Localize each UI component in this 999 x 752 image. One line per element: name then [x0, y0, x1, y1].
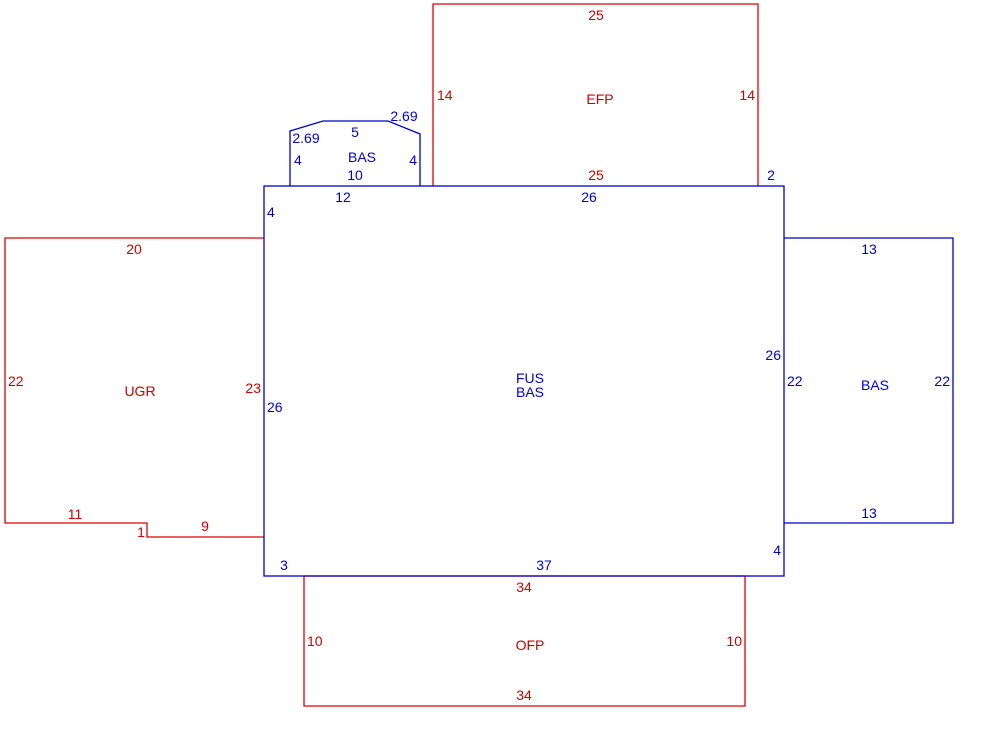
bas-right-outline	[784, 237, 954, 524]
efp-top-dim: 25	[588, 7, 604, 23]
ugr-left-dim: 22	[8, 373, 24, 389]
bas-right-right-dim: 22	[934, 373, 950, 389]
bas-right-left-dim: 22	[787, 373, 803, 389]
main-left-upper-dim: 4	[267, 204, 275, 220]
bas-right-bottom-dim: 13	[861, 505, 877, 521]
bas-small-right-dim: 4	[409, 152, 417, 168]
ugr-right-dim: 23	[245, 380, 261, 396]
ofp-bottom-dim: 34	[516, 687, 532, 703]
ofp-left-dim: 10	[307, 633, 323, 649]
main-outline	[263, 185, 785, 577]
main-bottom-left-dim: 3	[280, 557, 288, 573]
bas-small-outline	[289, 120, 421, 186]
main-right-bottom-dim: 4	[773, 542, 781, 558]
ofp-area-name: OFP	[516, 637, 545, 653]
ofp-outline	[303, 576, 746, 707]
main-top-left-dim: 12	[335, 189, 351, 205]
bas-small-area-name: BAS	[348, 149, 376, 165]
bas-small-bottom-dim: 10	[347, 167, 363, 183]
main-bottom-dim: 37	[536, 557, 552, 573]
main-right-dim: 26	[765, 347, 781, 363]
ofp-right-dim: 10	[726, 633, 742, 649]
bas-small-diag-right-dim: 2.69	[390, 108, 417, 124]
bas-small-top-dim: 5	[351, 124, 359, 140]
efp-outline	[432, 3, 759, 186]
bas-small-diag-left-dim: 2.69	[292, 130, 319, 146]
efp-right-dim: 14	[739, 87, 755, 103]
ugr-top-dim: 20	[126, 241, 142, 257]
bas-small-left-dim: 4	[294, 152, 302, 168]
ofp-top-dim: 34	[516, 579, 532, 595]
ugr-bottom-left-dim: 11	[68, 506, 83, 522]
main-right-top-dim: 2	[767, 167, 775, 183]
main-top-right-dim: 26	[581, 189, 597, 205]
ugr-step-dim: 1	[137, 524, 145, 540]
ugr-outline	[4, 237, 264, 538]
efp-area-name: EFP	[586, 91, 613, 107]
ugr-area-name: UGR	[124, 383, 155, 399]
main-area-name-1: FUS	[516, 370, 544, 386]
efp-left-dim: 14	[437, 87, 453, 103]
ugr-bottom-right-dim: 9	[201, 518, 209, 534]
bas-right-top-dim: 13	[861, 241, 877, 257]
bas-right-area-name: BAS	[861, 377, 889, 393]
main-left-dim: 26	[267, 399, 283, 415]
efp-bottom-dim: 25	[588, 167, 604, 183]
main-area-name-2: BAS	[516, 384, 544, 400]
